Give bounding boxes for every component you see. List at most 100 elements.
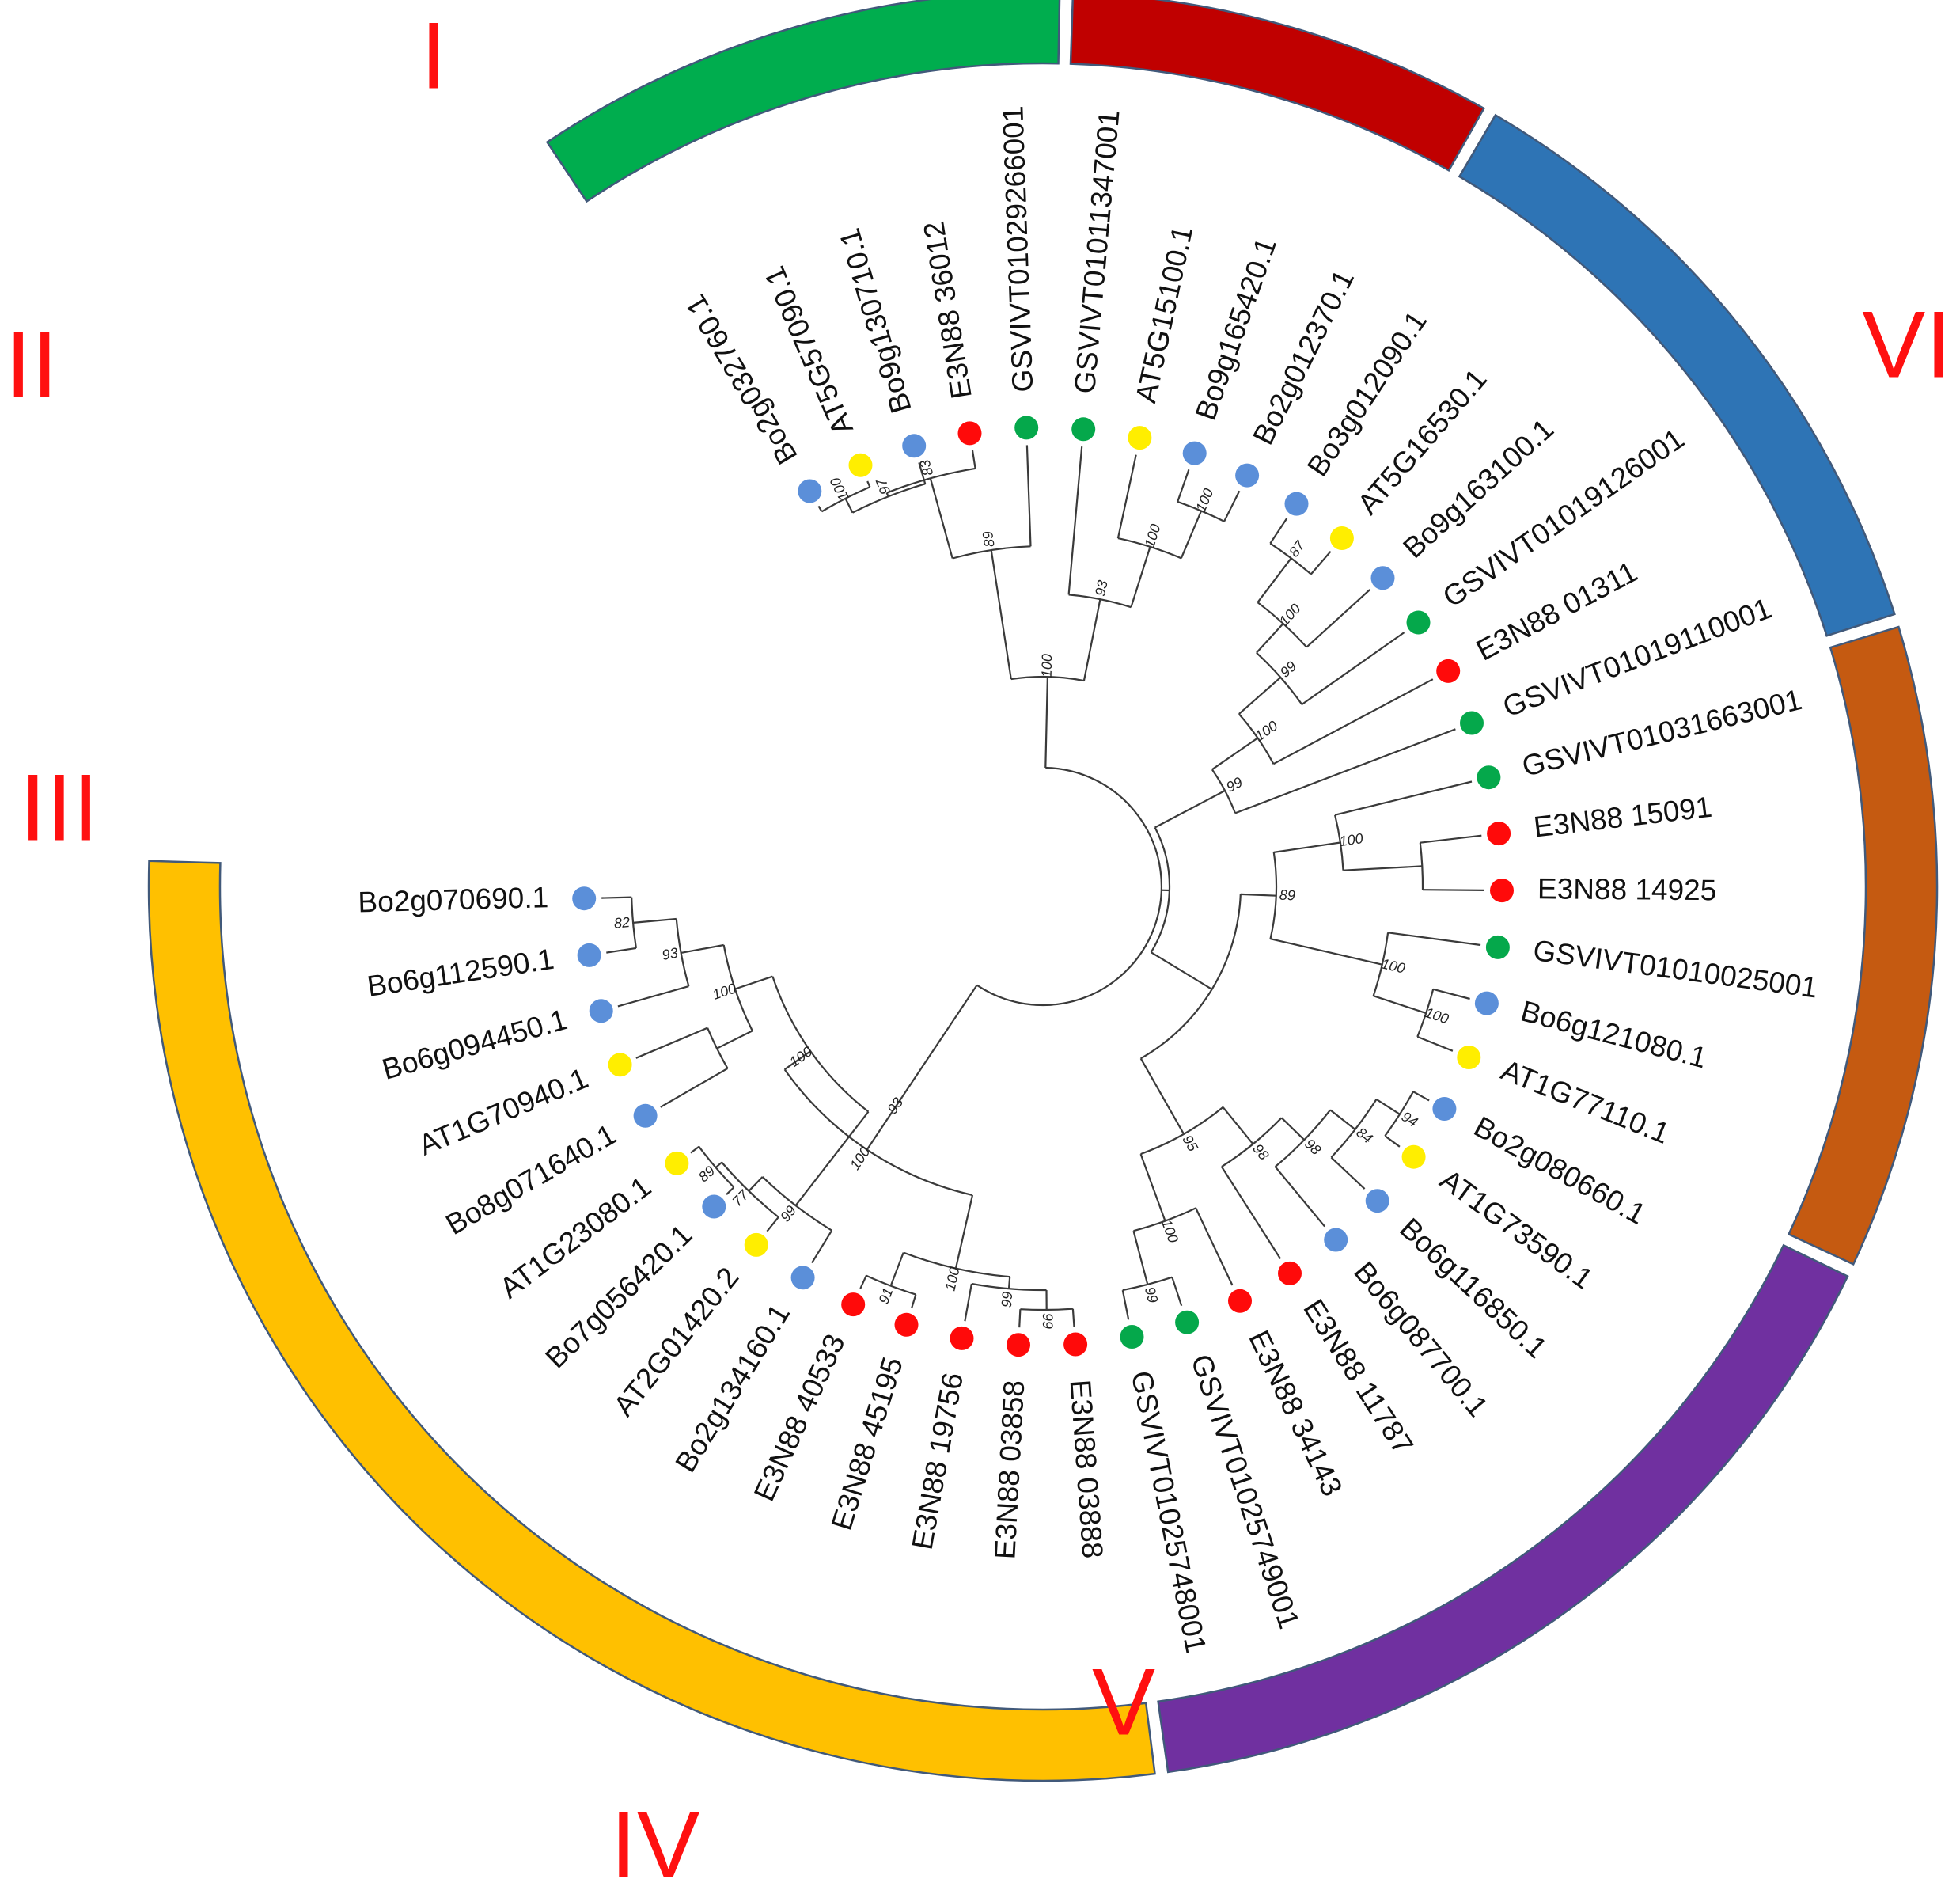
species-dot-gsv25749	[1175, 1310, 1200, 1334]
species-dot-bo8g071640	[633, 1103, 658, 1128]
bootstrap-value: 100	[942, 1266, 962, 1292]
bootstrap-value: 99	[1223, 774, 1245, 795]
branch-line-109	[715, 1161, 722, 1168]
branch-arc-116	[707, 1027, 729, 1069]
branch-line-14	[971, 450, 976, 469]
bootstrap-value: 93	[884, 1095, 906, 1117]
branch-line-9	[918, 462, 927, 484]
branch-line-58	[1373, 995, 1427, 1015]
branch-arc-107	[721, 1161, 779, 1218]
branch-arc-91	[971, 1282, 1047, 1292]
branch-line-112	[690, 1145, 699, 1154]
bootstrap-value: 100	[1252, 718, 1280, 745]
species-dot-bo6g121080	[1474, 991, 1499, 1015]
bootstrap-value: 100	[1192, 486, 1216, 514]
species-dot-bo2g012370	[1235, 463, 1260, 488]
branch-line-61	[1416, 1035, 1454, 1052]
branch-arc-45	[1140, 894, 1242, 1060]
clade-label-IV: IV	[610, 1792, 699, 1894]
branch-line-117	[660, 1067, 729, 1108]
species-dot-gsv11347	[1071, 417, 1096, 442]
branch-arc-49	[1334, 814, 1344, 871]
bootstrap-value: 89	[980, 530, 998, 548]
species-dot-bo7g056420	[702, 1194, 726, 1219]
leaf-label-e3n45195: E3N88 45195	[825, 1353, 909, 1534]
branch-line-79	[1195, 1207, 1234, 1286]
bootstrap-value: 99	[1142, 1285, 1161, 1304]
species-dot-bo9g163100	[1370, 566, 1395, 590]
branch-line-108	[766, 1216, 779, 1232]
branch-line-118	[635, 1027, 708, 1059]
bootstrap-value: 100	[1423, 1004, 1450, 1027]
species-dot-at1g23080	[665, 1151, 689, 1175]
branch-line-95	[1018, 1309, 1022, 1328]
leaf-label-e3n03888: E3N88 03888	[1064, 1379, 1109, 1560]
branch-line-77	[1139, 1153, 1166, 1221]
bootstrap-value: 82	[613, 914, 631, 932]
clade-arcs	[147, 0, 1939, 1782]
branch-line-16	[1082, 598, 1101, 681]
branch-line-44	[1151, 951, 1213, 990]
species-dot-bo2g032760	[798, 479, 822, 503]
branch-line-80	[1132, 1230, 1149, 1285]
branch-arc-17	[1068, 594, 1132, 609]
branch-line-72	[1412, 1091, 1430, 1102]
branch-line-101	[783, 1050, 811, 1071]
branch-line-105	[811, 1230, 833, 1264]
branch-line-34	[1256, 623, 1284, 654]
clade-arc-III	[1458, 113, 1896, 637]
leaf-label-bo6g112590: Bo6g112590.1	[365, 943, 555, 1003]
branch-arc-35	[1257, 602, 1308, 648]
branch-arc-120	[675, 918, 690, 987]
bootstrap-value: 100	[1338, 830, 1364, 849]
branch-arc-65	[1221, 1117, 1283, 1168]
branch-arc-114	[722, 944, 753, 1031]
branch-line-75	[1274, 1166, 1325, 1228]
species-dot-bo6g112590	[577, 943, 601, 967]
species-dot-e3n03888	[1063, 1332, 1088, 1357]
species-dot-gsv25748	[1120, 1325, 1144, 1349]
branch-line-106	[748, 1176, 764, 1192]
leaf-label-gsv10025: GSVIVT01010025001	[1531, 934, 1819, 1004]
branch-arc-102	[771, 976, 870, 1113]
species-dot-bo2g080660	[1432, 1097, 1457, 1121]
species-dot-gsv19126	[1406, 610, 1431, 635]
bootstrap-value: 89	[1279, 887, 1295, 904]
branch-line-21	[1116, 454, 1137, 539]
species-dot-at1g77110	[1457, 1046, 1481, 1069]
branch-line-55	[1270, 938, 1383, 966]
branch-line-28	[1154, 789, 1226, 829]
clade-arc-IV	[1787, 625, 1939, 1266]
branch-line-18	[1067, 446, 1083, 595]
leaf-label-bo9g130710: Bo9g130710.1	[833, 225, 918, 417]
leaf-label-e3n15091: E3N88 15091	[1532, 791, 1714, 844]
leaf-label-gsv19126: GSVIVT01019126001	[1437, 422, 1690, 613]
branch-arc-78	[1133, 1207, 1196, 1232]
bootstrap-value: 100	[1158, 1217, 1181, 1245]
branch-arc-4	[952, 545, 1031, 560]
leaf-label-e3n03858: E3N88 03858	[988, 1380, 1030, 1560]
bootstrap-value: 99	[999, 1291, 1016, 1308]
leaf-label-e3n14925: E3N88 14925	[1537, 872, 1717, 906]
branch-arc-47	[1269, 852, 1278, 939]
bootstrap-value: 100	[711, 980, 738, 1002]
species-dot-gsv29266	[1014, 416, 1039, 440]
leaf-label-at5g15100: AT5G15100.1	[1129, 223, 1199, 406]
branch-line-62	[1139, 1057, 1185, 1135]
branch-line-22	[1180, 510, 1203, 559]
branch-arc-27	[1150, 826, 1171, 953]
branch-line-25	[1223, 490, 1241, 522]
branch-line-96	[964, 1283, 972, 1322]
branch-line-60	[1432, 988, 1470, 1000]
branch-line-46	[1240, 893, 1276, 897]
bootstrap-value: 100	[827, 475, 851, 503]
species-dot-e3n40533	[841, 1292, 866, 1317]
branch-line-124	[606, 947, 637, 954]
species-dot-at5g57090	[848, 453, 873, 477]
species-dot-e3n15091	[1487, 822, 1511, 846]
branch-line-100	[859, 1275, 867, 1289]
species-dot-at1g70940	[608, 1053, 632, 1077]
branch-line-113	[734, 975, 773, 990]
bootstrap-value: 100	[1276, 601, 1304, 629]
